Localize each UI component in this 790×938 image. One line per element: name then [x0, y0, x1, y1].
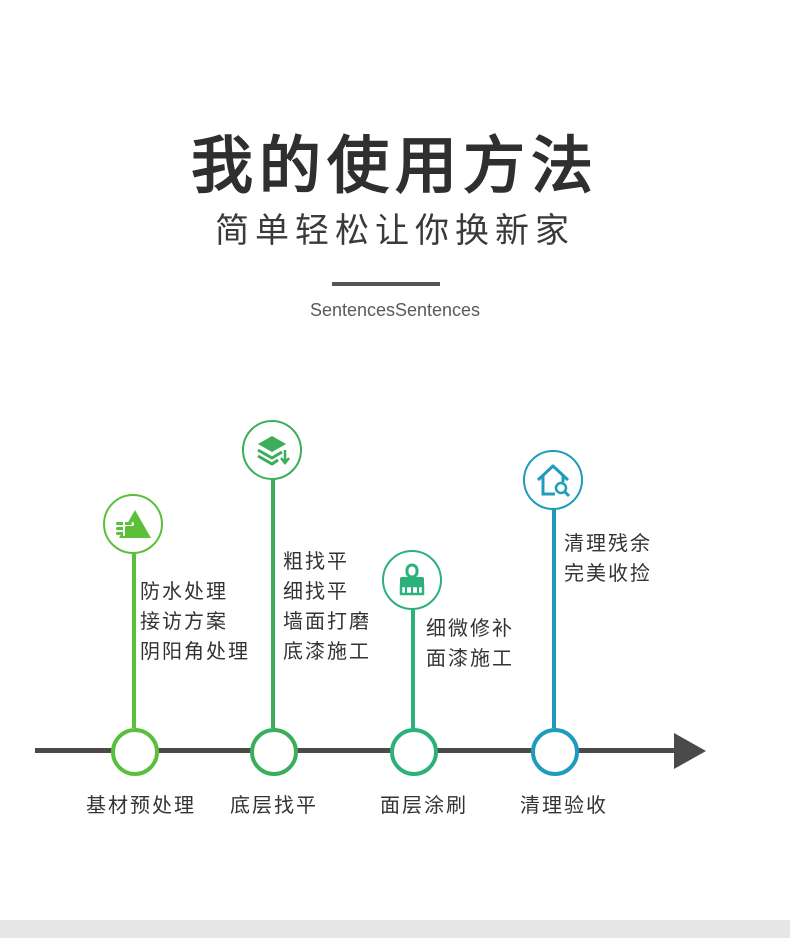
step-2-details: 粗找平 细找平 墙面打磨 底漆施工	[283, 546, 371, 666]
step-4-details: 清理残余 完美收捡	[564, 528, 652, 588]
step-3-badge	[382, 550, 442, 610]
step-1-label: 基材预处理	[86, 793, 196, 817]
caption-text: SentencesSentences	[309, 300, 481, 320]
step-4-detail-2: 完美收捡	[564, 561, 652, 585]
house-search-icon	[536, 464, 571, 498]
step-1-stem	[132, 552, 136, 728]
step-1-detail-3: 阴阳角处理	[140, 639, 250, 663]
step-2-detail-2: 细找平	[283, 579, 349, 603]
step-3-stem	[411, 608, 415, 728]
step-1-detail-1: 防水处理	[140, 579, 228, 603]
stack-layers-icon	[257, 436, 290, 466]
step-3-node	[390, 728, 438, 776]
water-layers-icon	[116, 510, 151, 538]
timeline-arrow-icon	[674, 733, 706, 769]
step-2-detail-4: 底漆施工	[283, 639, 371, 663]
step-1-node	[111, 728, 159, 776]
step-4-badge	[523, 450, 583, 510]
step-4-detail-1: 清理残余	[564, 531, 652, 555]
timeline-axis	[35, 748, 680, 753]
step-3-detail-1: 细微修补	[426, 616, 514, 640]
step-2-detail-3: 墙面打磨	[283, 609, 371, 633]
paint-brush-icon	[399, 563, 425, 596]
step-1-badge	[103, 494, 163, 554]
step-2-stem	[271, 478, 275, 728]
step-2-node	[250, 728, 298, 776]
title-divider	[332, 282, 440, 286]
step-4-node	[531, 728, 579, 776]
page-subtitle: 简单轻松让你换新家	[215, 211, 575, 251]
step-4-label: 清理验收	[520, 793, 608, 817]
step-3-detail-2: 面漆施工	[426, 646, 514, 670]
step-1-detail-2: 接访方案	[140, 609, 228, 633]
step-3-label: 面层涂刷	[380, 793, 468, 817]
step-2-label: 底层找平	[230, 793, 318, 817]
step-2-detail-1: 粗找平	[283, 549, 349, 573]
step-1-details: 防水处理 接访方案 阴阳角处理	[140, 576, 250, 666]
page-title: 我的使用方法	[190, 129, 599, 202]
step-2-badge	[242, 420, 302, 480]
footer-band	[0, 920, 790, 938]
step-4-stem	[552, 508, 556, 728]
step-3-details: 细微修补 面漆施工	[426, 613, 514, 673]
